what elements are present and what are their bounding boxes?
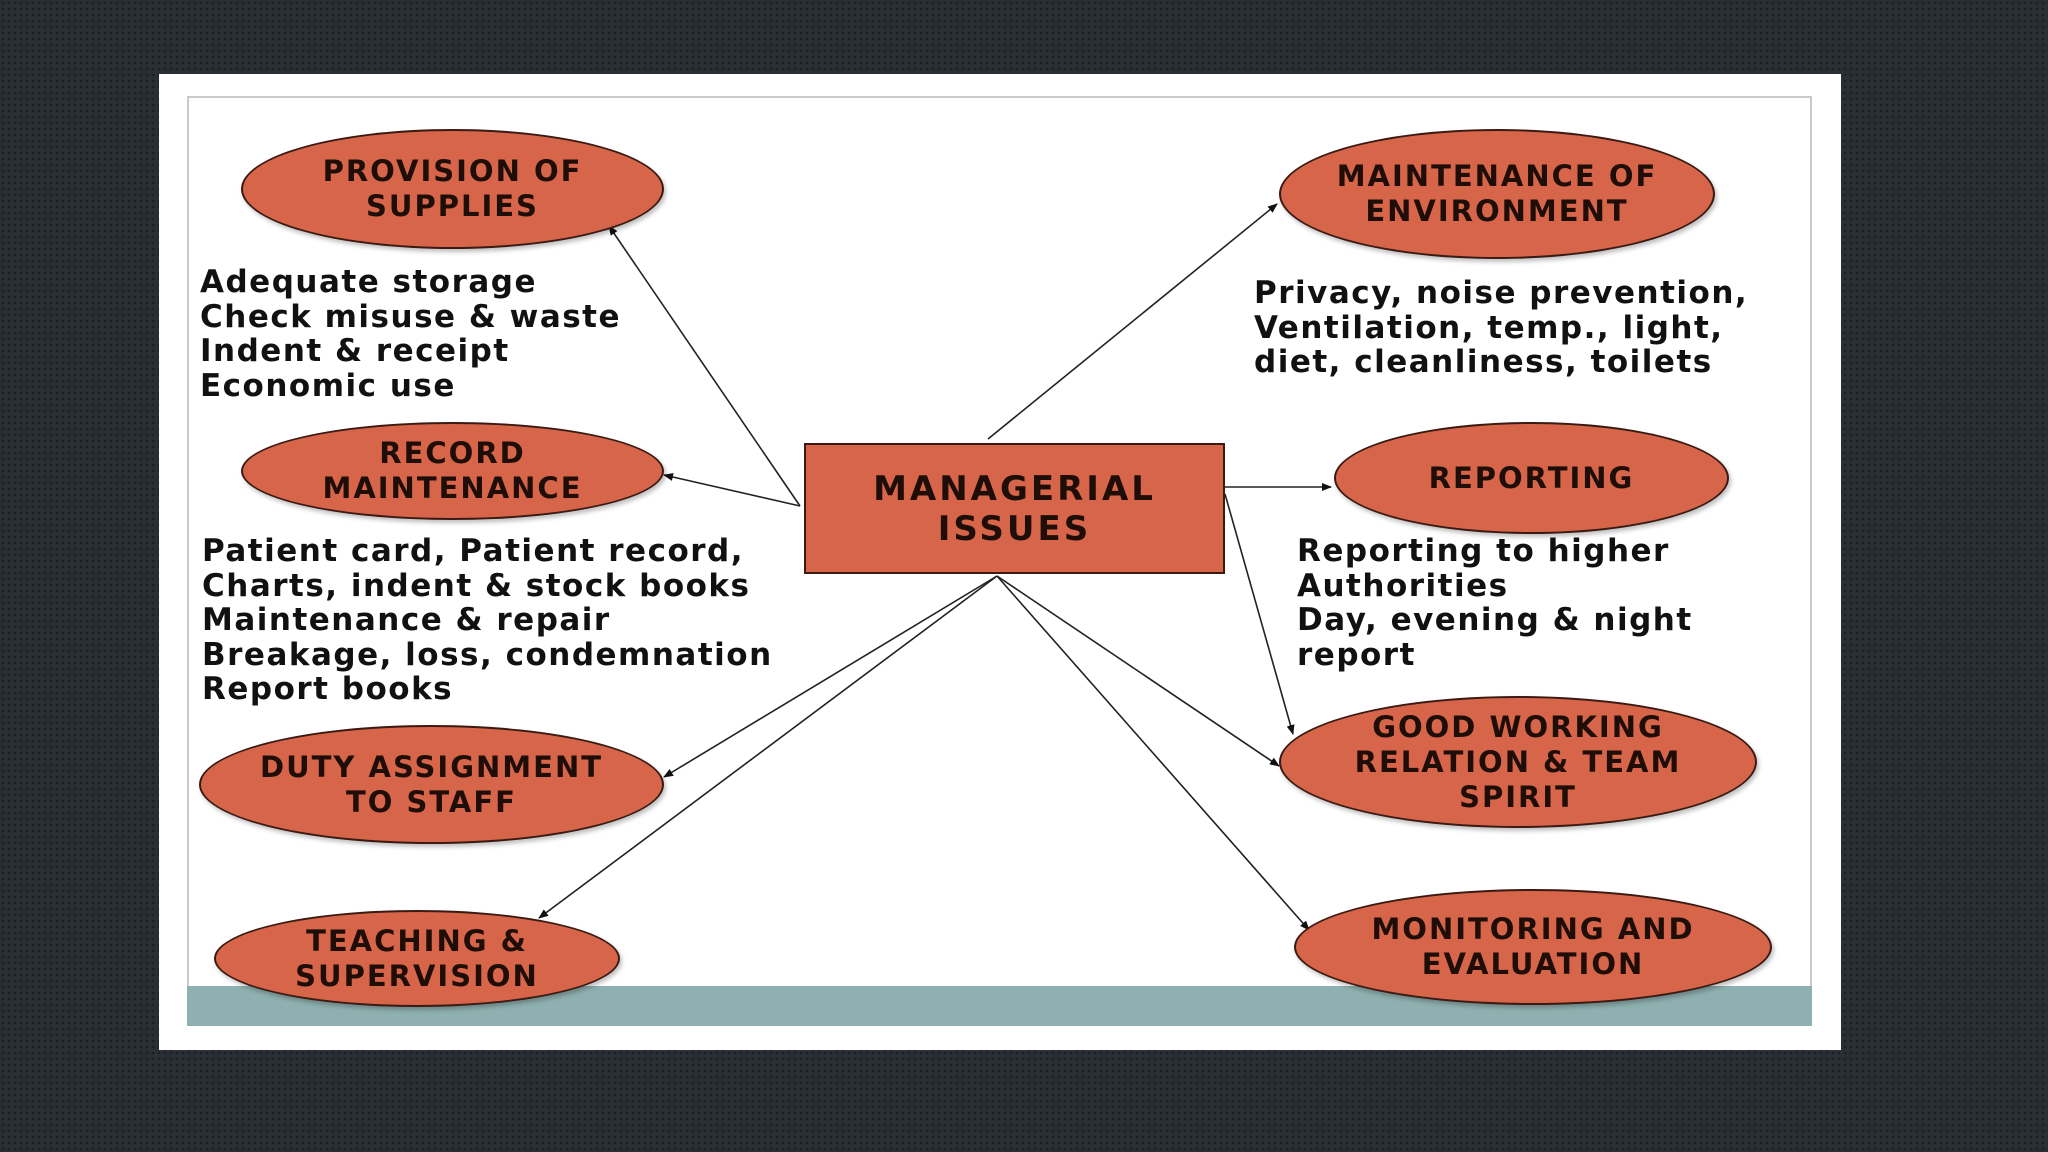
arrow-to-provision <box>608 225 801 507</box>
note-reporting: Reporting to higher Authorities Day, eve… <box>1297 533 1693 673</box>
arrow-to-environment <box>987 203 1278 440</box>
arrow-to-relation-lower <box>996 575 1280 767</box>
node-good-working-relation: GOOD WORKING RELATION & TEAM SPIRIT <box>1279 696 1757 828</box>
node-teaching-supervision: TEACHING & SUPERVISION <box>214 910 620 1007</box>
slide: MANAGERIAL ISSUES PROVISION OF SUPPLIES … <box>159 74 1841 1050</box>
node-monitoring-evaluation: MONITORING AND EVALUATION <box>1294 889 1772 1005</box>
note-environment: Privacy, noise prevention, Ventilation, … <box>1254 275 1749 380</box>
arrow-to-relation-upper <box>1224 493 1295 735</box>
node-reporting: REPORTING <box>1334 422 1729 534</box>
note-records: Patient card, Patient record, Charts, in… <box>202 533 773 707</box>
arrow-to-record <box>663 473 801 507</box>
arrow-to-teaching <box>538 575 998 919</box>
node-record-maintenance: RECORD MAINTENANCE <box>241 422 664 520</box>
node-provision-of-supplies: PROVISION OF SUPPLIES <box>241 129 664 249</box>
arrow-to-duty <box>663 575 998 778</box>
arrow-to-monitoring <box>996 575 1310 931</box>
note-supplies: Adequate storage Check misuse & waste In… <box>200 264 622 404</box>
node-duty-assignment: DUTY ASSIGNMENT TO STAFF <box>199 725 664 844</box>
center-node-managerial-issues: MANAGERIAL ISSUES <box>804 443 1225 574</box>
connectors <box>538 203 1332 931</box>
node-maintenance-of-environment: MAINTENANCE OF ENVIRONMENT <box>1279 129 1715 259</box>
